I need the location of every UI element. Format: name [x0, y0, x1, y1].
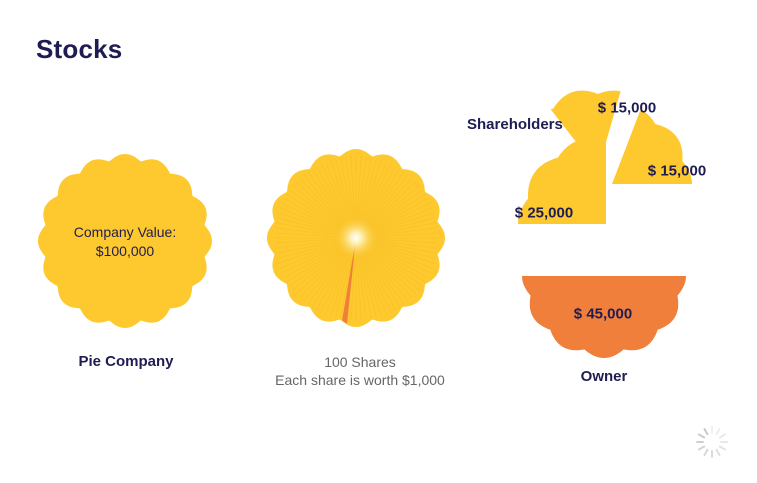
shareholder-amount-left: $ 25,000	[514, 204, 574, 222]
shareholder-slices	[518, 90, 692, 224]
pie-center-glow	[334, 216, 378, 260]
spinner-tick	[718, 433, 726, 439]
slice-15000-top	[550, 90, 621, 170]
spinner-tick	[698, 433, 706, 439]
owner-label: Owner	[580, 368, 628, 385]
slice-owner-45000	[522, 276, 686, 358]
shareholder-amount-right: $ 15,000	[647, 162, 707, 180]
company-value-label: Company Value:	[73, 224, 177, 240]
spinner-tick	[703, 428, 709, 436]
slice-25000	[518, 138, 606, 224]
slice-15000-right	[612, 109, 692, 184]
shareholders-label: Shareholders	[467, 116, 563, 133]
company-value-amount: $100,000	[95, 243, 155, 259]
spinner-tick	[698, 445, 706, 451]
spinner-tick	[715, 448, 721, 456]
pie-company-label: Pie Company	[78, 353, 174, 370]
share-worth: Each share is worth $1,000	[275, 372, 445, 388]
loading-spinner-icon	[696, 426, 728, 458]
company-pie	[38, 154, 212, 328]
company-value: Company Value: $100,000	[74, 223, 176, 261]
shareholder-amount-top: $ 15,000	[597, 99, 657, 117]
page-title: Stocks	[36, 34, 123, 64]
owner-amount: $ 45,000	[573, 305, 633, 323]
shares-count: 100 Shares	[324, 354, 396, 370]
spinner-tick	[703, 448, 709, 456]
spinner-tick	[715, 428, 721, 436]
pie-shares	[267, 149, 445, 327]
owner-slice	[522, 276, 686, 358]
shares-caption: 100 Shares Each share is worth $1,000	[275, 353, 445, 389]
spinner-tick	[718, 445, 726, 451]
pie-company-whole	[38, 154, 212, 328]
